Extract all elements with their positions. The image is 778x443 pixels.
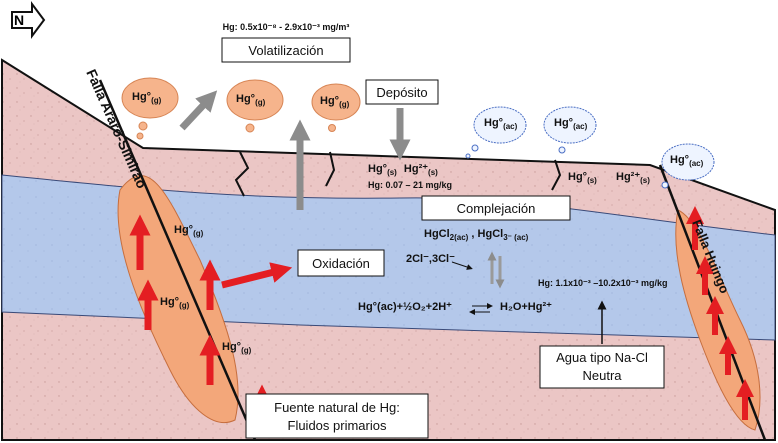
svg-text:Hg°(g): Hg°(g) (132, 91, 162, 105)
svg-text:Hg°(ac): Hg°(ac) (554, 117, 588, 131)
hg-water-range: Hg: 1.1x10⁻³ –10.2x10⁻³ mg/kg (538, 278, 668, 288)
north-label: N (14, 12, 24, 28)
svg-text:Hg°(ac): Hg°(ac) (670, 154, 704, 168)
complejacion-box (421, 195, 571, 221)
svg-text:Hg°(g): Hg°(g) (236, 93, 266, 107)
hg-gas-range: Hg: 0.5x10⁻⁸ - 2.9x10⁻³ mg/m³ (223, 22, 350, 32)
volatilization-arrows (179, 90, 311, 210)
complejacion-label: Complejación (457, 201, 536, 216)
fuente-box (245, 393, 429, 439)
surface-species-right-1: Hg°(s) (568, 171, 597, 185)
hg-gas-cloud-3: Hg°(g) (311, 83, 361, 132)
fuente-line2: Fluidos primarios (288, 418, 387, 433)
plume-species-1: Hg°(g) (174, 224, 204, 238)
fluid-arrows-right (686, 206, 754, 420)
surface-species-label: Hg°(s) Hg²⁺(s) (368, 163, 438, 178)
chloride-arrow (451, 261, 473, 270)
surface-species-right-2: Hg²⁺(s) (616, 171, 650, 185)
fuente-line1: Fuente natural de Hg: (274, 400, 400, 415)
equilibrium-vertical-arrows (487, 251, 505, 289)
chloride-label: 2Cl⁻,3Cl⁻ (406, 253, 455, 265)
hg-gas-cloud-1: Hg°(g) (121, 77, 179, 140)
plume-species-2: Hg°(g) (160, 296, 190, 310)
agua-line2: Neutra (582, 368, 622, 383)
plume-species-3: Hg°(g) (222, 341, 252, 355)
deposito-label: Depósito (376, 85, 427, 100)
hg-aq-cloud-3: Hg°(ac) (661, 143, 715, 189)
oxidacion-box (297, 249, 385, 277)
volatilizacion-box (221, 37, 351, 63)
surface-cracks (234, 151, 562, 197)
hg-aq-cloud-1: Hg°(ac) (465, 106, 527, 159)
svg-text:Hg°(ac): Hg°(ac) (484, 117, 518, 131)
north-arrow-icon: N (11, 0, 46, 39)
deposito-box (365, 79, 439, 105)
oxidacion-label: Oxidación (312, 256, 370, 271)
svg-text:Hg°(g): Hg°(g) (320, 95, 350, 109)
hg-surface-range: Hg: 0.07 – 21 mg/kg (368, 180, 452, 190)
agua-box (539, 345, 665, 389)
hg-aq-cloud-2: Hg°(ac) (543, 106, 597, 154)
reaction-arrows (469, 303, 493, 315)
hg-gas-cloud-2: Hg°(g) (226, 79, 284, 133)
complex-species-label: HgCl2(ac) , HgCl3⁻ (ac) (424, 228, 529, 243)
fluid-arrows-left (129, 214, 293, 430)
agua-line1: Agua tipo Na-Cl (556, 350, 648, 365)
reaction-right: H₂O+Hg²⁺ (500, 301, 552, 313)
volatilizacion-label: Volatilización (248, 43, 323, 58)
reaction-left: Hg°(ac)+½O₂+2H⁺ (358, 301, 452, 313)
